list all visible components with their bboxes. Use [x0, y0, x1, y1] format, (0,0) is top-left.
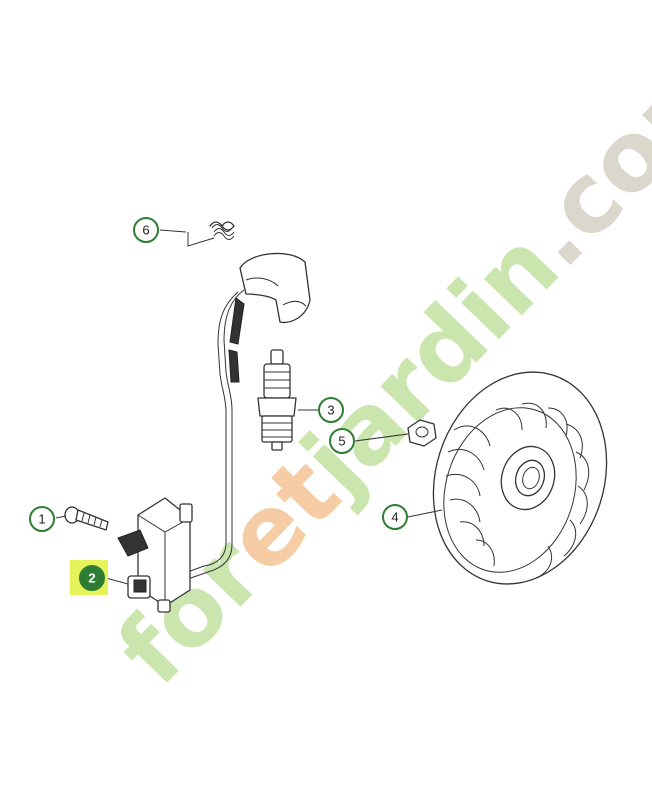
part-nut — [407, 419, 437, 447]
callout-label: 6 — [142, 223, 149, 238]
callout-2[interactable]: 2 — [70, 560, 108, 595]
callout-ring — [318, 397, 344, 423]
callout-label: 3 — [327, 403, 334, 418]
callout-4[interactable]: 4 — [382, 504, 408, 530]
part-spark-plug-boot — [239, 252, 311, 324]
part-spring — [187, 221, 235, 247]
leader-line-5 — [354, 433, 409, 442]
part-spark-plug — [257, 349, 297, 451]
callout-ring — [382, 504, 408, 530]
part-ignition-module — [117, 497, 193, 613]
part-screw — [64, 506, 109, 531]
callout-ring — [133, 217, 159, 243]
callout-ring-active — [79, 565, 105, 591]
leader-line-2 — [105, 577, 129, 585]
part-ht-lead — [181, 289, 245, 581]
callout-label: 1 — [38, 512, 45, 527]
watermark-logo: foretjardin.com — [96, 24, 652, 706]
callout-3[interactable]: 3 — [318, 397, 344, 423]
callout-1[interactable]: 1 — [29, 506, 55, 532]
callout-label: 4 — [391, 510, 398, 525]
callout-ring — [329, 428, 355, 454]
callout-5[interactable]: 5 — [329, 428, 355, 454]
leader-line-6 — [159, 229, 187, 233]
leader-line-4 — [407, 509, 443, 518]
callout-label: 2 — [88, 571, 95, 586]
callout-label: 5 — [338, 434, 345, 449]
part-flywheel — [432, 371, 608, 585]
callout-ring — [29, 506, 55, 532]
svg-text:foretjardin.com: foretjardin.com — [96, 24, 652, 706]
callout-6[interactable]: 6 — [133, 217, 159, 243]
leader-line-1 — [55, 515, 67, 519]
